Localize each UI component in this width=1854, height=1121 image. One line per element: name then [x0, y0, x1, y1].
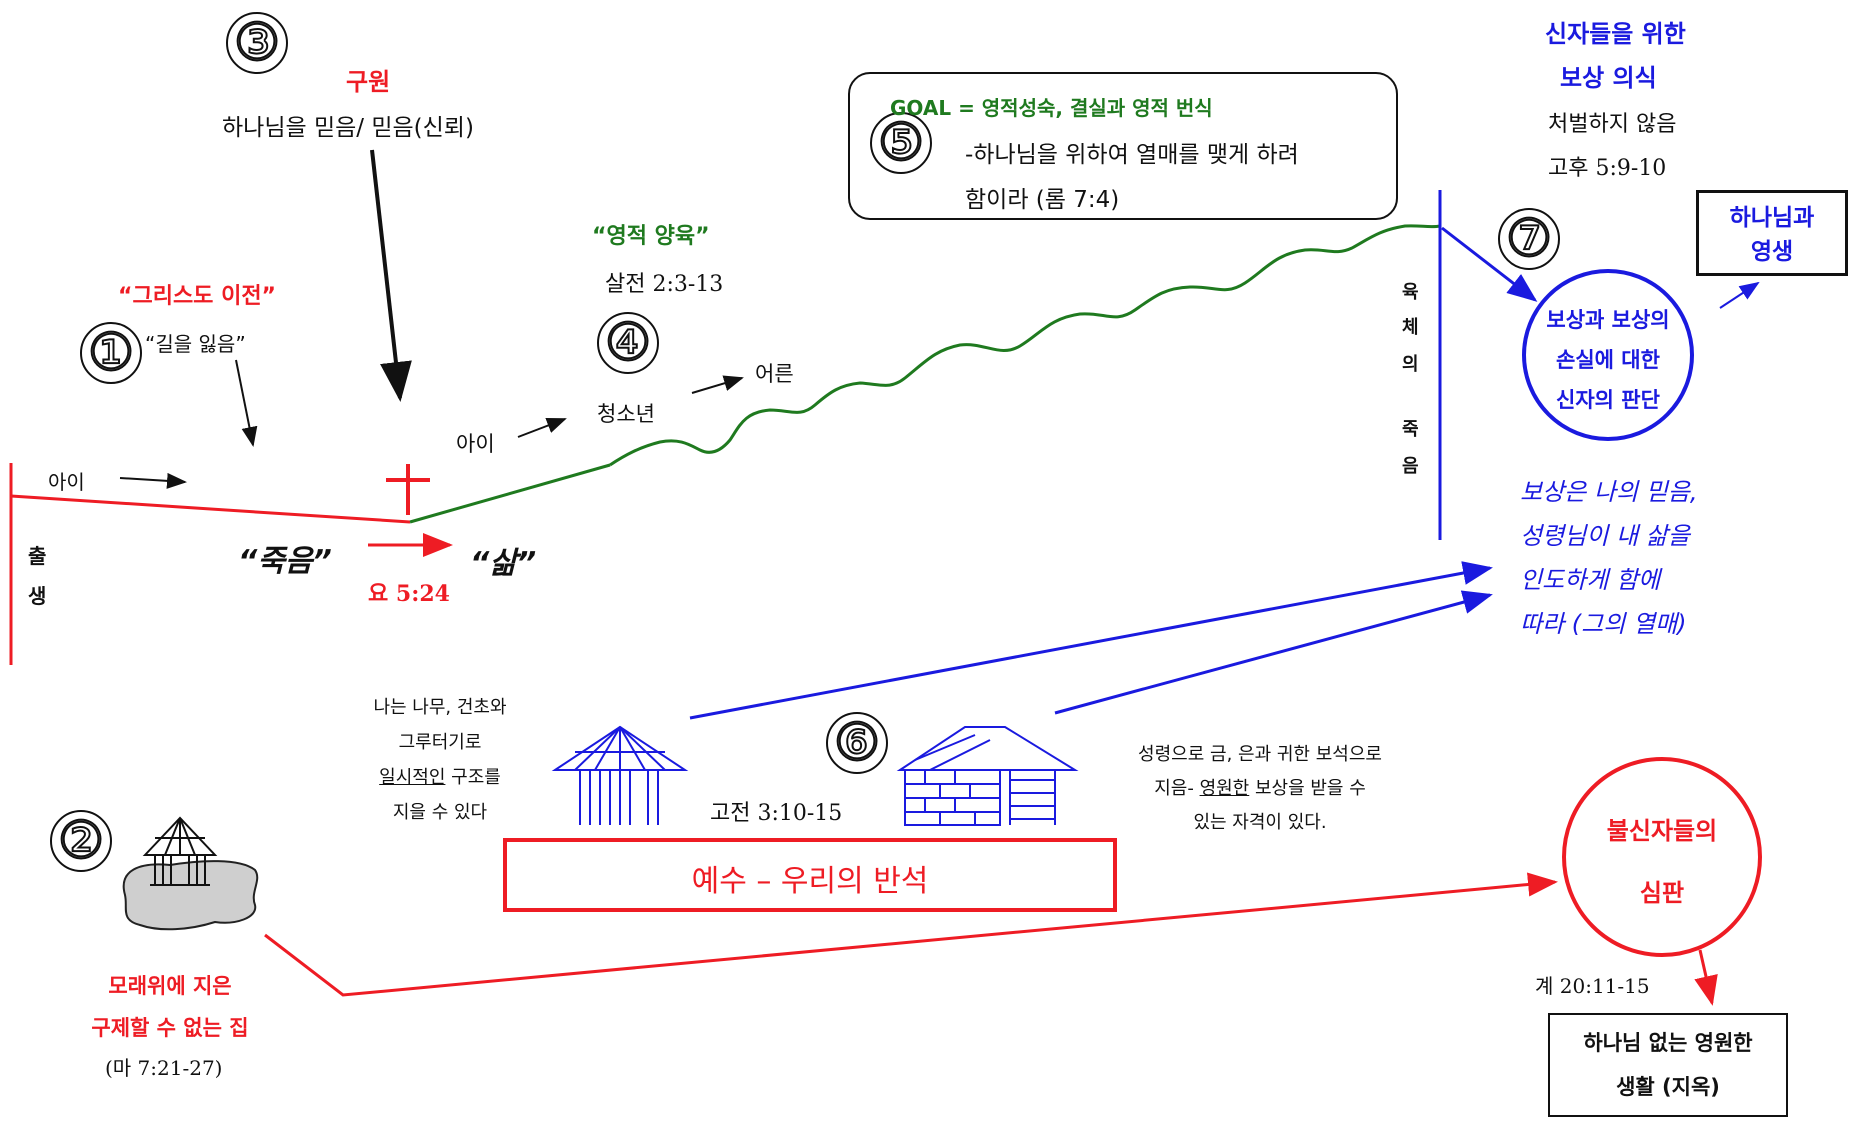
believers-reward-line1: 처벌하지 않음	[1548, 112, 1677, 137]
goal-line2: 함이라 (롬 7:4)	[965, 187, 1120, 213]
teen-arrow	[691, 375, 744, 394]
foundation-label: 예수 – 우리의 반석	[691, 864, 929, 899]
stone-house-arrow	[1054, 590, 1493, 715]
physical-death-char-3: 의	[1402, 354, 1419, 375]
growth-teen-label: 청소년	[597, 402, 655, 426]
growth-child-label: 아이	[456, 432, 495, 456]
child-arrow-2	[517, 417, 567, 438]
goal-box	[848, 72, 1398, 220]
wood-note-line3: 구조를	[445, 767, 501, 788]
salvation-arrow	[370, 149, 412, 402]
sand-house-line	[264, 872, 1558, 997]
wood-note-line1: 나는 나무, 건초와	[373, 697, 507, 718]
unbelievers-line2: 심판	[1639, 879, 1685, 907]
step-7-icon: ⑦	[1498, 208, 1560, 270]
growth-title: “영적 양육”	[592, 224, 710, 249]
birth-label-line1: 출	[28, 544, 47, 568]
believers-reward-title-2: 보상 의식	[1560, 64, 1657, 92]
lost-arrow	[235, 359, 258, 447]
wood-note-temporary: 일시적인	[379, 767, 446, 788]
growth-staircase	[609, 224, 1441, 467]
life-line	[409, 463, 611, 524]
believers-reward-title-1: 신자들을 위한	[1545, 20, 1686, 48]
wood-note: 나는 나무, 건초와 그루터기로 일시적인 구조를 지을 수 있다	[345, 690, 535, 830]
judgment-line2: 손실에 대한	[1556, 348, 1660, 372]
reward-note-line4: 따라 (그의 열매)	[1520, 610, 1687, 638]
before-christ-title: “그리스도 이전”	[118, 284, 277, 309]
physical-death-char-2: 체	[1402, 317, 1419, 338]
wood-hut-icon	[551, 725, 689, 825]
death-line	[10, 494, 411, 524]
reward-note: 보상은 나의 믿음, 성령님이 내 삶을 인도하게 함에 따라 (그의 열매)	[1520, 470, 1697, 646]
judgment-line1: 보상과 보상의	[1546, 308, 1670, 332]
unbelievers-circle	[1562, 757, 1762, 957]
gold-note-eternal: 영원한	[1199, 778, 1250, 799]
reward-note-line1: 보상은 나의 믿음,	[1520, 478, 1698, 506]
physical-death-char-6: 음	[1402, 456, 1419, 477]
sand-hut-icon	[142, 816, 218, 886]
physical-death-char-1: 육	[1402, 282, 1419, 303]
to-eternal-life-arrow	[1719, 281, 1760, 309]
salvation-title: 구원	[346, 68, 391, 96]
foundation-box	[503, 838, 1117, 912]
sand-house-verse: (마 7:21-27)	[105, 1056, 223, 1080]
god-eternal-life-line2: 영생	[1750, 239, 1794, 265]
step-1-icon: ①	[80, 322, 142, 384]
stone-house-icon	[896, 726, 1079, 826]
gold-note-line2c: 보상을 받을 수	[1249, 778, 1366, 799]
step-2-icon: ②	[50, 810, 112, 872]
goal-heading: GOAL = 영적성숙, 결실과 영적 번식	[890, 96, 1213, 120]
child-arrow-1	[119, 472, 187, 489]
gold-note-line2a: 지음-	[1154, 778, 1200, 799]
god-eternal-life-box: 하나님과 영생	[1696, 190, 1848, 276]
reward-note-line3: 인도하게 함에	[1520, 566, 1661, 594]
sand-rock-icon	[122, 860, 259, 931]
birth-child-label: 아이	[48, 470, 85, 494]
growth-verse: 살전 2:3-13	[605, 272, 724, 297]
step-4-icon: ④	[597, 312, 659, 374]
unbelievers-verse: 계 20:11-15	[1535, 974, 1650, 998]
before-christ-subtitle: “길을 잃음”	[145, 332, 246, 356]
life-label: “삶”	[470, 546, 537, 581]
god-eternal-life-line1: 하나님과	[1729, 205, 1815, 231]
physical-death-char-5: 죽	[1402, 419, 1419, 440]
gold-note-line1: 성령으로 금, 은과 귀한 보석으로	[1138, 744, 1382, 765]
gold-note-line3: 있는 자격이 있다.	[1193, 812, 1327, 833]
judgment-circle	[1522, 269, 1694, 441]
to-judgment-arrow	[1441, 226, 1538, 302]
sand-house-line2: 구제할 수 없는 집	[91, 1016, 249, 1040]
hell-line2: 생활 (지옥)	[1616, 1075, 1720, 1099]
john-verse: 요 5:24	[368, 581, 450, 607]
gold-note: 성령으로 금, 은과 귀한 보석으로 지음- 영원한 보상을 받을 수 있는 자…	[1090, 738, 1430, 840]
unbelievers-label: 불신자들의 심판	[1562, 800, 1762, 924]
sand-house-line1: 모래위에 지은	[108, 974, 232, 998]
believers-reward-verse: 고후 5:9-10	[1548, 156, 1667, 181]
step-3-icon: ③	[226, 12, 288, 74]
step-6-icon: ⑥	[826, 712, 888, 774]
sand-house-label: 모래위에 지은 구제할 수 없는 집	[60, 965, 280, 1049]
wood-house-arrow	[689, 561, 1493, 720]
step-5-icon: ⑤	[870, 112, 932, 174]
foundation-verse: 고전 3:10-15	[710, 801, 843, 826]
growth-adult-label: 어른	[755, 362, 794, 386]
judgment-text: 보상과 보상의 손실에 대한 신자의 판단	[1528, 300, 1688, 420]
judgment-line3: 신자의 판단	[1556, 388, 1660, 412]
birth-label-line2: 생	[28, 584, 47, 608]
death-label: “죽음”	[238, 544, 332, 579]
unbelievers-line1: 불신자들의	[1606, 817, 1718, 845]
hell-box: 하나님 없는 영원한 생활 (지옥)	[1548, 1013, 1788, 1117]
to-hell-arrow	[1694, 949, 1718, 1006]
wood-note-line2: 그루터기로	[398, 732, 482, 753]
hell-line1: 하나님 없는 영원한	[1583, 1031, 1753, 1055]
wood-note-line4: 지을 수 있다	[392, 802, 488, 823]
goal-line1: -하나님을 위하여 열매를 맺게 하려	[965, 142, 1299, 168]
reward-note-line2: 성령님이 내 삶을	[1520, 522, 1690, 550]
salvation-subtitle: 하나님을 믿음/ 믿음(신뢰)	[222, 115, 474, 141]
